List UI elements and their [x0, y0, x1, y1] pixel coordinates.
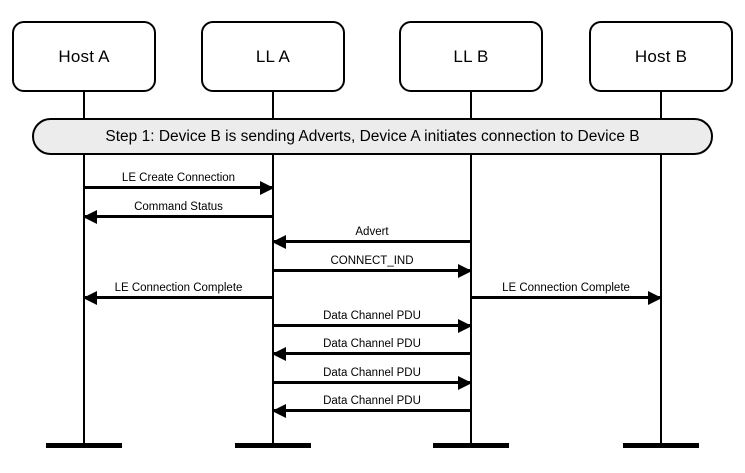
- actor-box-ll-b[interactable]: LL B: [399, 21, 543, 92]
- message-arrow[interactable]: Data Channel PDU: [272, 395, 471, 418]
- arrowhead-right-icon: [260, 180, 274, 195]
- message-arrow[interactable]: Data Channel PDU: [273, 310, 472, 333]
- actor-box-ll-a[interactable]: LL A: [201, 21, 345, 92]
- message-label: LE Create Connection: [121, 172, 236, 184]
- message-arrow[interactable]: LE Create Connection: [84, 172, 274, 195]
- arrowhead-left-icon: [272, 403, 286, 418]
- message-label: Data Channel PDU: [323, 395, 421, 407]
- step-banner-label: Step 1: Device B is sending Adverts, Dev…: [105, 127, 640, 145]
- message-arrow[interactable]: Data Channel PDU: [272, 338, 471, 361]
- message-label: Command Status: [134, 201, 223, 213]
- lifeline-end-bar-ll-a: [235, 443, 311, 448]
- message-line: [84, 296, 273, 299]
- actor-label-ll-a: LL A: [255, 46, 291, 66]
- message-label: Advert: [355, 226, 389, 238]
- message-label: Data Channel PDU: [323, 367, 421, 379]
- actor-label-host-a: Host A: [58, 46, 110, 66]
- lifeline-ll-a: [272, 92, 274, 443]
- message-line: [273, 352, 471, 355]
- message-arrow[interactable]: LE Connection Complete: [471, 282, 662, 305]
- message-line: [273, 324, 471, 327]
- message-line: [84, 215, 273, 218]
- message-line: [273, 269, 471, 272]
- lifeline-host-b: [660, 92, 662, 443]
- message-arrow[interactable]: Advert: [272, 226, 471, 249]
- message-label: CONNECT_IND: [330, 255, 414, 267]
- arrowhead-left-icon: [272, 234, 286, 249]
- message-arrow[interactable]: Data Channel PDU: [273, 367, 472, 390]
- arrowhead-right-icon: [458, 318, 472, 333]
- arrowhead-left-icon: [83, 209, 97, 224]
- arrowhead-left-icon: [83, 290, 97, 305]
- message-line: [84, 186, 273, 189]
- actor-label-host-b: Host B: [634, 46, 688, 66]
- arrowhead-right-icon: [458, 375, 472, 390]
- arrowhead-right-icon: [458, 263, 472, 278]
- arrowhead-right-icon: [648, 290, 662, 305]
- message-line: [273, 409, 471, 412]
- message-line: [273, 240, 471, 243]
- message-label: LE Connection Complete: [114, 282, 243, 294]
- message-line: [273, 381, 471, 384]
- message-line: [471, 296, 661, 299]
- actor-label-ll-b: LL B: [453, 46, 489, 66]
- lifeline-host-a: [83, 92, 85, 443]
- lifeline-end-bar-ll-b: [433, 443, 509, 448]
- message-label: Data Channel PDU: [323, 338, 421, 350]
- message-label: LE Connection Complete: [502, 282, 630, 294]
- lifeline-end-bar-host-b: [623, 443, 699, 448]
- actor-box-host-b[interactable]: Host B: [589, 21, 733, 92]
- lifeline-end-bar-host-a: [46, 443, 122, 448]
- arrowhead-left-icon: [272, 346, 286, 361]
- message-arrow[interactable]: LE Connection Complete: [83, 282, 273, 305]
- actor-box-host-a[interactable]: Host A: [12, 21, 156, 92]
- message-label: Data Channel PDU: [323, 310, 421, 322]
- step-banner: Step 1: Device B is sending Adverts, Dev…: [32, 118, 713, 155]
- message-arrow[interactable]: CONNECT_IND: [273, 255, 472, 278]
- message-arrow[interactable]: Command Status: [83, 201, 273, 224]
